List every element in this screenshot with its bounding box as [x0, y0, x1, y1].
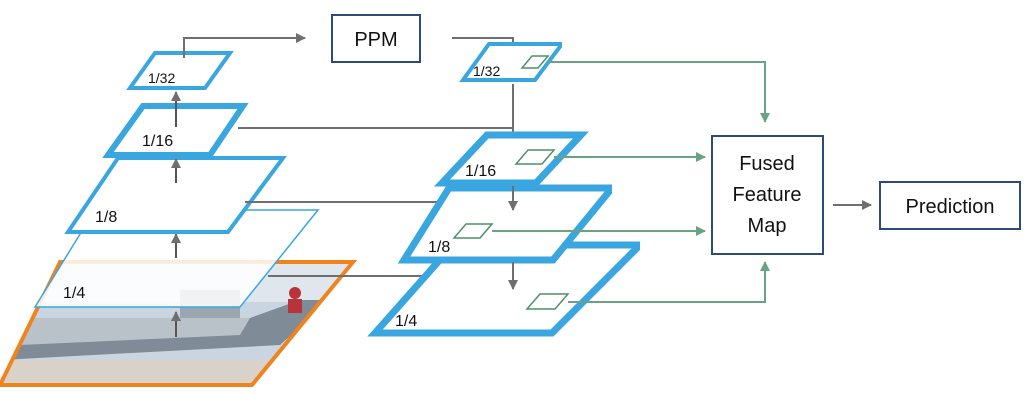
- fused-label-line2: Feature: [733, 184, 802, 206]
- fpn-level-1-32: [459, 42, 566, 82]
- ppm-box: [331, 14, 421, 63]
- sample-patch-1-32: [520, 55, 550, 69]
- sample-patch-1-16: [514, 149, 556, 165]
- fuse-arrow-1-4: [568, 261, 770, 303]
- backbone-label-1-32: 1/32: [148, 70, 175, 86]
- fpn-label-1-16: 1/16: [465, 163, 496, 180]
- sample-patch-1-4: [525, 293, 570, 310]
- backbone-label-1-16: 1/16: [142, 133, 173, 150]
- backbone-label-1-4: 1/4: [63, 285, 85, 302]
- backbone-stack: [33, 51, 320, 308]
- fused-feature-map-box: [711, 135, 824, 255]
- prediction-label: Prediction: [906, 196, 995, 218]
- fused-label-line3: Map: [748, 215, 787, 237]
- backbone-level-1-8: [64, 156, 287, 234]
- fpn-level-1-8: [397, 184, 620, 264]
- fuse-arrow-1-32: [548, 61, 770, 123]
- backbone-label-1-8: 1/8: [95, 209, 117, 226]
- fusion-arrows: [492, 61, 770, 303]
- backbone-level-1-16: [102, 103, 249, 158]
- backbone-level-1-32: [126, 51, 234, 90]
- fpn-level-1-16: [433, 131, 590, 187]
- fpn-level-1-4: [367, 241, 649, 337]
- sample-patch-1-8: [452, 223, 494, 239]
- fpn-sample-patches: [452, 55, 570, 310]
- fpn-label-1-32: 1/32: [473, 63, 500, 79]
- prediction-box: [879, 181, 1021, 230]
- ppm-label: PPM: [354, 29, 397, 51]
- fpn-stack: [367, 40, 650, 337]
- fused-label-line1: Fused: [739, 153, 795, 175]
- backbone-to-ppm-arrow: [183, 33, 306, 58]
- fpn-label-1-4: 1/4: [395, 313, 417, 330]
- fpn-label-1-8: 1/8: [428, 239, 450, 256]
